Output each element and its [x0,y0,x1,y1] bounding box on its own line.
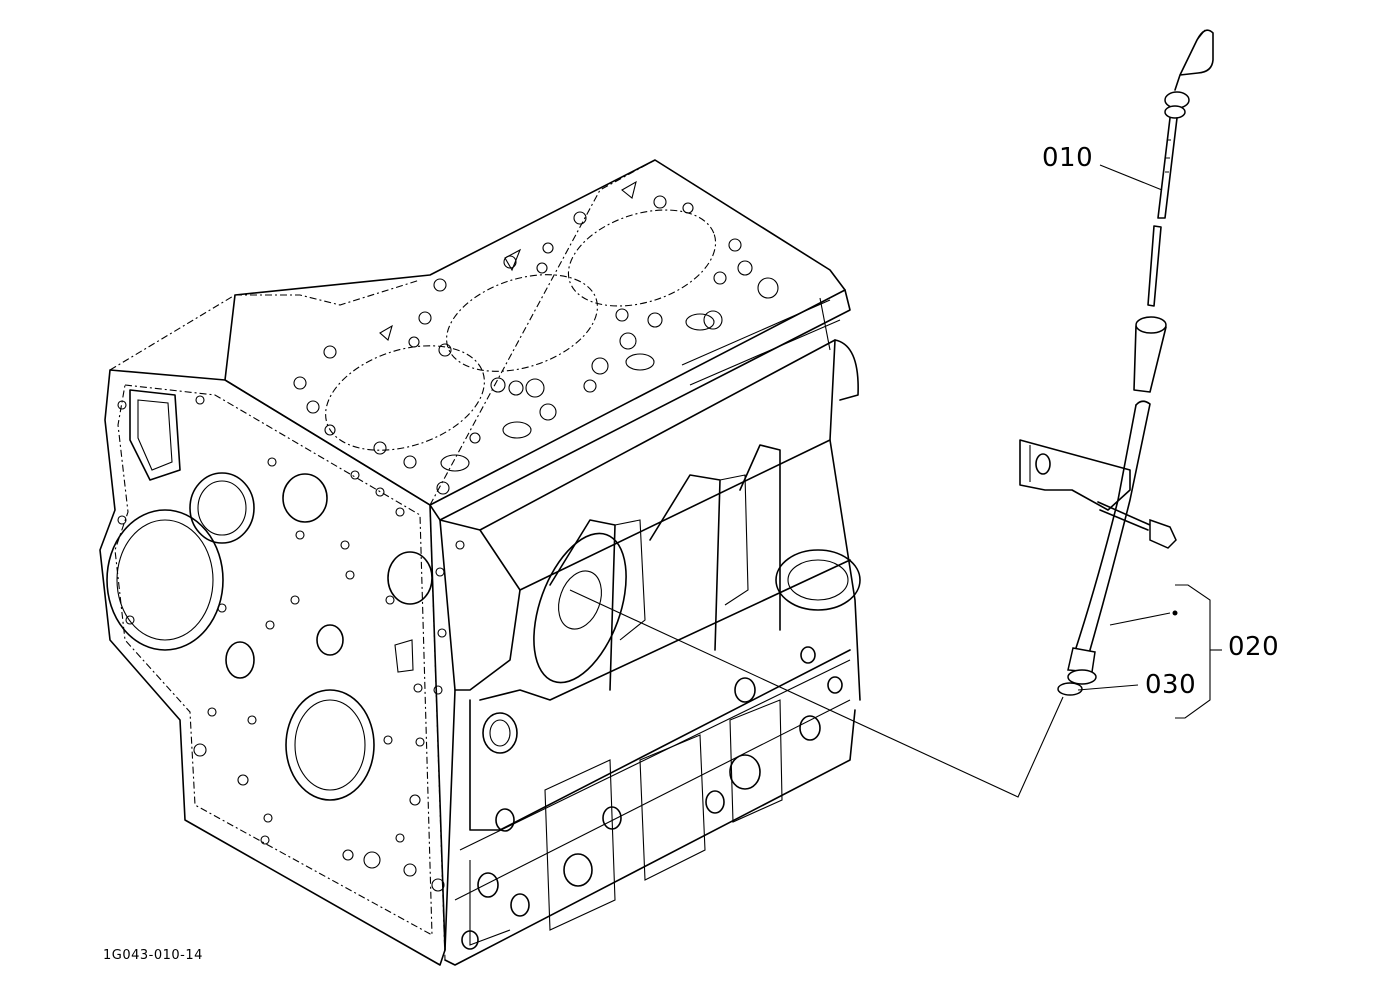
o-ring-030 [1057,682,1083,696]
callout-010: 010 [1042,143,1094,173]
guide-sleeve [1133,316,1167,393]
drawing-code: 1G043-010-14 [103,948,203,963]
leader-020-dot [1172,610,1178,616]
callout-020: 020 [1228,632,1280,662]
dipstick-010 [1147,29,1214,307]
leader-020 [1109,612,1171,626]
installation-line [569,589,1064,798]
engine-block [99,159,861,966]
guide-tube-020 [1019,400,1177,685]
head-bolt-holes [293,180,779,495]
callout-030: 030 [1145,670,1197,700]
leader-010 [1099,164,1163,191]
front-bolt-holes [117,395,465,892]
dipstick-assembly [1019,29,1214,696]
leader-030 [1077,684,1139,691]
